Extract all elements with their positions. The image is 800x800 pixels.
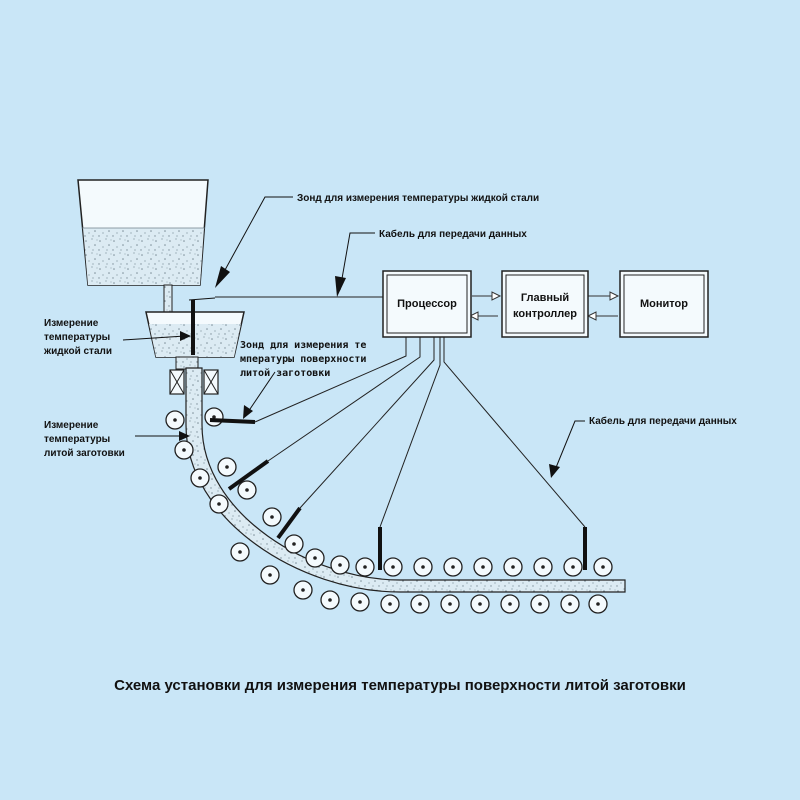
- controller-box: Главный контроллер: [501, 270, 589, 338]
- cable-right-label: Кабель для передачи данных: [589, 415, 737, 427]
- roller-axle: [198, 476, 202, 480]
- roller-axle: [511, 565, 515, 569]
- roller-axle: [173, 418, 177, 422]
- roller-axle: [421, 565, 425, 569]
- measure-billet-line2: температуры: [44, 434, 110, 445]
- measure-billet-line3: литой заготовки: [44, 448, 125, 459]
- roller-axle: [568, 602, 572, 606]
- roller-axle: [363, 565, 367, 569]
- roller-axle: [538, 602, 542, 606]
- processor-box: Процессор: [382, 270, 472, 338]
- roller-axle: [478, 602, 482, 606]
- roller-axle: [481, 565, 485, 569]
- roller-axle: [388, 602, 392, 606]
- controller-label-1: Главный: [521, 292, 569, 304]
- data-cables: [215, 296, 586, 528]
- roller-axle: [338, 563, 342, 567]
- probes: [188, 297, 587, 570]
- roller-axle: [313, 556, 317, 560]
- roller-axle: [268, 573, 272, 577]
- roller-axle: [328, 598, 332, 602]
- roller-axle: [292, 542, 296, 546]
- roller-axle: [418, 602, 422, 606]
- roller-axle: [358, 600, 362, 604]
- roller-axle: [301, 588, 305, 592]
- box-connectors: [468, 291, 620, 321]
- roller-axle: [541, 565, 545, 569]
- probe-surface-line3: литой заготовки: [240, 367, 330, 379]
- roller-axle: [217, 502, 221, 506]
- roller-axle: [601, 565, 605, 569]
- roller-axle: [270, 515, 274, 519]
- roller-axle: [451, 565, 455, 569]
- mold: [169, 369, 219, 395]
- leader-arrowheads: [179, 266, 560, 478]
- cast-strand: [185, 367, 626, 593]
- probe-liquid-label: Зонд для измерения температуры жидкой ст…: [297, 193, 539, 204]
- roller-axle: [571, 565, 575, 569]
- probe-surface-line1: Зонд для измерения те: [240, 340, 366, 351]
- measure-billet-line1: Измерение: [44, 420, 99, 431]
- roller-axle: [245, 488, 249, 492]
- roller-axle: [212, 415, 216, 419]
- measure-liquid-line3: жидкой стали: [43, 346, 112, 357]
- controller-label-2: контроллер: [513, 308, 577, 320]
- monitor-label: Монитор: [640, 298, 688, 310]
- roller-axle: [596, 602, 600, 606]
- roller-axle: [448, 602, 452, 606]
- probe-surface-line2: мпературы поверхности: [240, 354, 366, 365]
- cable-top-label: Кабель для передачи данных: [379, 228, 527, 240]
- measure-liquid-line1: Измерение: [44, 318, 99, 329]
- rollers: [165, 407, 613, 614]
- ladle: [77, 179, 209, 318]
- diagram-caption: Схема установки для измерения температур…: [114, 677, 686, 694]
- roller-axle: [238, 550, 242, 554]
- processor-label: Процессор: [397, 298, 457, 310]
- roller-axle: [508, 602, 512, 606]
- measure-liquid-line2: температуры: [44, 332, 110, 343]
- monitor-box: Монитор: [619, 270, 709, 338]
- leader-lines: [122, 196, 585, 471]
- roller-axle: [391, 565, 395, 569]
- roller-axle: [182, 448, 186, 452]
- roller-axle: [225, 465, 229, 469]
